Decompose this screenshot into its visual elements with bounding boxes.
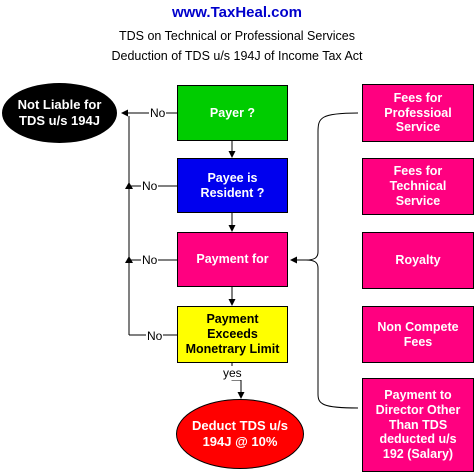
edge-label-no-4: No [146, 329, 164, 343]
payment-type-label: Fees for Technical Service [389, 164, 447, 208]
rail-arrow-1 [125, 182, 133, 189]
payer-box: Payer ? [177, 85, 288, 141]
edge-label-yes: yes [222, 366, 243, 380]
exceeds-limit-box: Payment Exceeds Monetrary Limit [177, 306, 288, 363]
payment-for-box: Payment for [177, 232, 288, 287]
payment-type-professional-fees: Fees for Professioal Service [362, 84, 474, 142]
payment-type-label: Fees for Professioal Service [384, 90, 452, 135]
not-liable-oval: Not Liable for TDS u/s 194J [2, 83, 117, 143]
payment-type-label: Payment to Director Other Than TDS deduc… [375, 388, 461, 462]
payment-types-bracket [305, 112, 359, 409]
edge-label-no-3: No [141, 253, 159, 267]
edge-label-no-2: No [141, 179, 159, 193]
payment-type-label: Royalty [395, 253, 441, 268]
deduct-tds-oval: Deduct TDS u/s 194J @ 10% [176, 399, 304, 469]
payee-resident-label: Payee is Resident ? [200, 170, 265, 200]
payment-for-label: Payment for [196, 252, 269, 267]
rail-arrow-2 [125, 256, 133, 263]
payment-type-technical-fees: Fees for Technical Service [362, 158, 474, 215]
chart-subtitle-1: TDS on Technical or Professional Service… [119, 29, 355, 43]
payer-label: Payer ? [209, 105, 256, 120]
chart-subtitle-2: Deduction of TDS u/s 194J of Income Tax … [111, 49, 363, 63]
site-title: www.TaxHeal.com [171, 4, 303, 21]
payment-type-non-compete: Non Compete Fees [362, 306, 474, 363]
payment-type-label: Non Compete Fees [377, 319, 459, 349]
exceeds-limit-label: Payment Exceeds Monetrary Limit [185, 312, 280, 356]
payee-resident-box: Payee is Resident ? [177, 158, 288, 213]
payment-type-royalty: Royalty [362, 232, 474, 289]
payment-type-director-payment: Payment to Director Other Than TDS deduc… [362, 378, 474, 472]
not-liable-label: Not Liable for TDS u/s 194J [17, 97, 102, 128]
edge-label-no-1: No [149, 106, 167, 120]
deduct-tds-label: Deduct TDS u/s 194J @ 10% [191, 418, 289, 449]
